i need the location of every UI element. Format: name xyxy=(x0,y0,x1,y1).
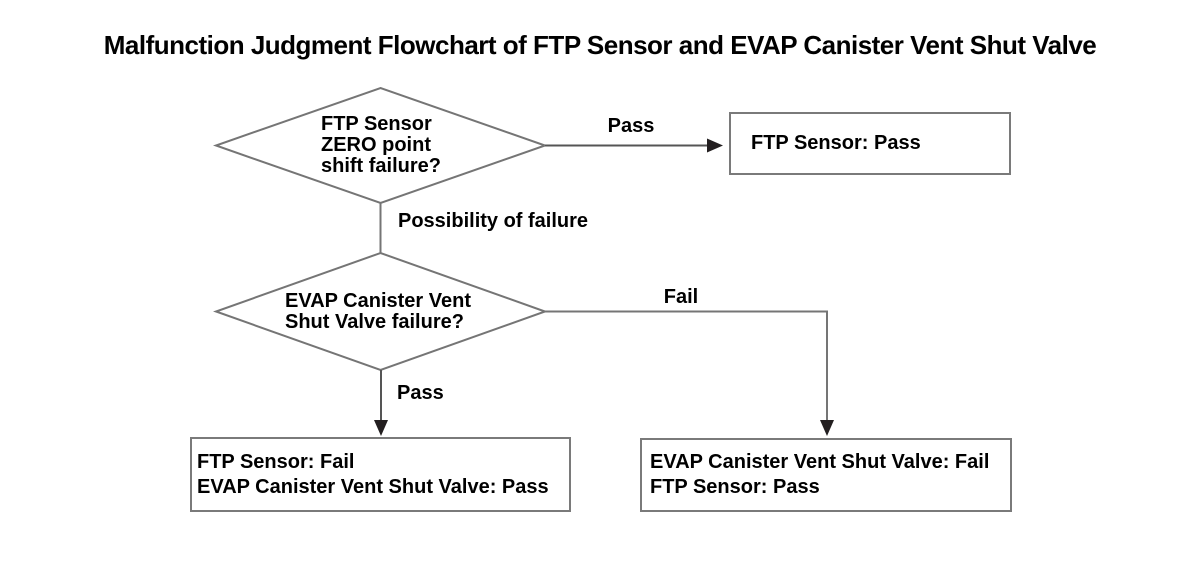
page-title: Malfunction Judgment Flowchart of FTP Se… xyxy=(103,30,1097,60)
result-box-ftp-fail-evap-pass-label: FTP Sensor: Fail EVAP Canister Vent Shut… xyxy=(197,450,549,498)
arrow-pass-right-arrowhead-icon xyxy=(707,138,723,153)
arrow-fail-arrowhead-icon xyxy=(820,420,834,436)
result-box-evap-fail-ftp-pass: EVAP Canister Vent Shut Valve: Fail FTP … xyxy=(640,438,1012,512)
arrow-pass-down-arrowhead-icon xyxy=(374,420,388,436)
edge-label-possibility-of-failure: Possibility of failure xyxy=(398,210,589,232)
result-box-ftp-pass-label: FTP Sensor: Pass xyxy=(751,132,921,154)
edge-label-pass-top: Pass xyxy=(607,115,655,137)
result-box-ftp-pass: FTP Sensor: Pass xyxy=(729,112,1011,175)
result-box-ftp-fail-evap-pass: FTP Sensor: Fail EVAP Canister Vent Shut… xyxy=(190,437,571,512)
edge-label-pass-bottom: Pass xyxy=(397,382,444,404)
decision-ftp-label: FTP Sensor ZERO point shift failure? xyxy=(321,113,442,177)
decision-evap-label: EVAP Canister Vent Shut Valve failure? xyxy=(285,290,471,333)
result-box-evap-fail-ftp-pass-label: EVAP Canister Vent Shut Valve: Fail FTP … xyxy=(650,451,990,498)
arrow-fail-line xyxy=(545,310,828,421)
edge-label-fail: Fail xyxy=(663,286,699,308)
